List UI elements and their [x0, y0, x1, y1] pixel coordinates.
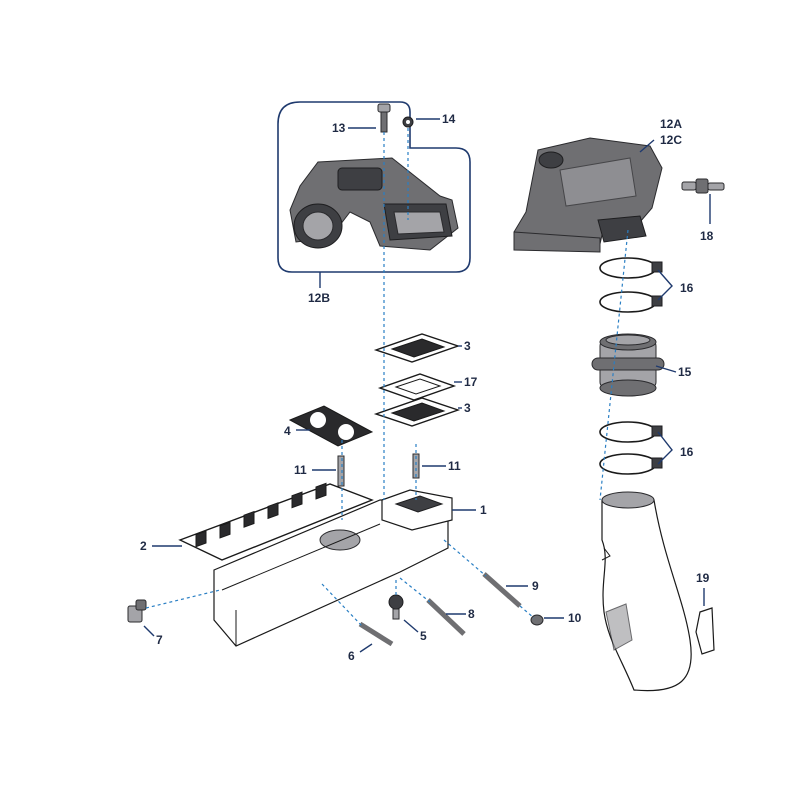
callout-12b: 12B: [308, 291, 330, 305]
callout-13: 13: [332, 121, 346, 135]
callout-11-right: 11: [448, 459, 461, 473]
fitting-18: [681, 178, 725, 194]
callout-17: 17: [464, 375, 478, 389]
petcock-5: [388, 594, 404, 620]
callout-19: 19: [696, 571, 710, 585]
label-19: [695, 607, 715, 655]
callout-14: 14: [442, 112, 456, 126]
stud-6: [358, 621, 394, 647]
coupling-15: [591, 333, 665, 397]
clamp-16-lower-b: [599, 453, 663, 475]
axis-plug-10: [519, 605, 535, 619]
exhaust-hose: [601, 491, 692, 692]
manifold-1: [213, 489, 453, 647]
callout-15: 15: [678, 365, 692, 379]
stud-11-left: [337, 455, 345, 487]
callout-5: 5: [420, 629, 427, 643]
axis-stud-8: [399, 577, 431, 603]
gasket-3-lower: [373, 397, 461, 427]
callout-18: 18: [700, 229, 714, 243]
clamp-16-upper-b: [599, 291, 663, 313]
plug-10: [530, 614, 544, 626]
inset-box-12b: [277, 101, 471, 273]
callout-7: 7: [156, 633, 163, 647]
elbow-12b: [289, 157, 459, 251]
callout-4: 4: [284, 424, 291, 438]
axis-stud-6: [321, 583, 363, 627]
callout-10: 10: [568, 611, 582, 625]
callout-12c: 12C: [660, 133, 682, 147]
gasket-2: [178, 482, 374, 561]
gasket-17: [377, 373, 457, 401]
stud-9: [482, 572, 522, 608]
callout-16-upper: 16: [680, 281, 694, 295]
elbow-fitting-7: [127, 599, 147, 623]
callout-11-left: 11: [294, 463, 307, 477]
stud-11-right: [412, 453, 420, 479]
gasket-4: [288, 405, 374, 447]
bolt-13: [377, 103, 391, 133]
axis-stud-9: [443, 539, 487, 577]
callout-6: 6: [348, 649, 355, 663]
gasket-3-upper: [373, 333, 461, 363]
axis-fitting-7: [145, 589, 221, 609]
clamp-16-upper-a: [599, 257, 663, 279]
riser-12a: [513, 137, 663, 253]
callout-1: 1: [480, 503, 487, 517]
callout-9: 9: [532, 579, 539, 593]
callout-16-lower: 16: [680, 445, 694, 459]
callout-12a: 12A: [660, 117, 682, 131]
callout-2: 2: [140, 539, 147, 553]
stud-8: [426, 598, 466, 636]
clamp-16-lower-a: [599, 421, 663, 443]
callout-3-lower: 3: [464, 401, 471, 415]
callout-8: 8: [468, 607, 475, 621]
nut-14: [402, 116, 414, 128]
callout-3-upper: 3: [464, 339, 471, 353]
